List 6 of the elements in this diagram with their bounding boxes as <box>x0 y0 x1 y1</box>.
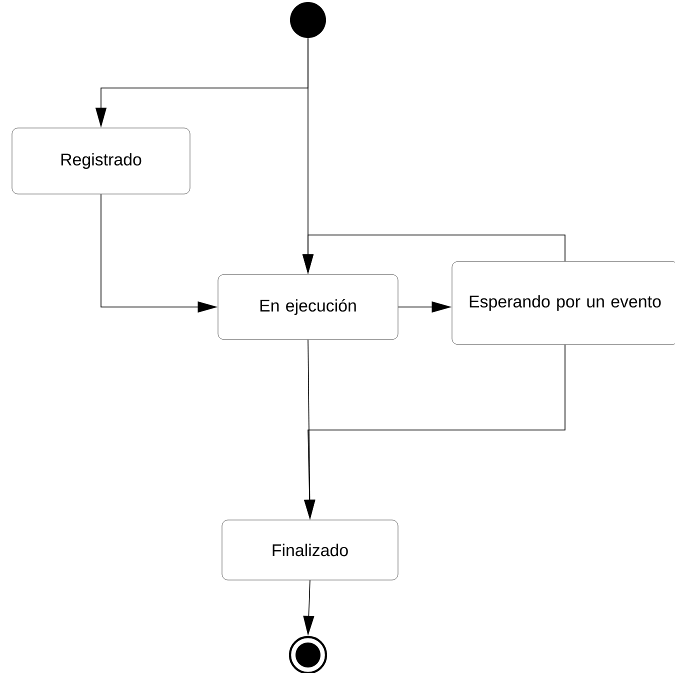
end-circle <box>288 636 328 673</box>
start-circle <box>290 2 326 38</box>
state-box: En ejecución <box>218 274 398 340</box>
state-box: Esperando por un evento <box>452 261 675 345</box>
state-box: Finalizado <box>222 520 398 580</box>
state-box: Registrado <box>12 128 190 194</box>
